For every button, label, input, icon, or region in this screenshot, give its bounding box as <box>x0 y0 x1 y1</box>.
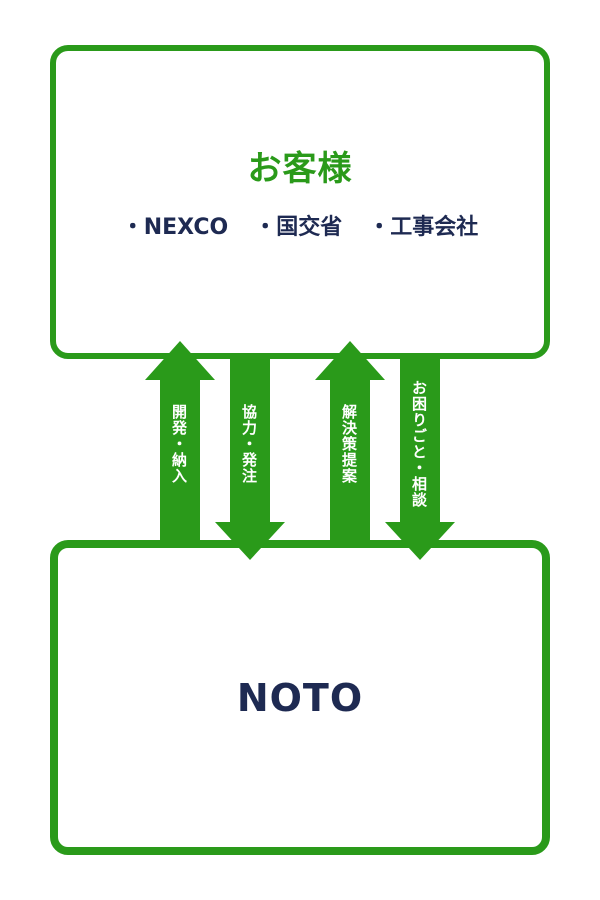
noto-box: NOTO <box>50 540 550 855</box>
customer-item: NEXCO <box>122 209 228 241</box>
arrow-label-solution-proposal: 解決策提案 <box>340 404 358 484</box>
customer-list: NEXCO 国交省 工事会社 <box>56 209 544 241</box>
noto-title: NOTO <box>236 676 364 720</box>
arrow-label-issues-consultation: お困りごと・相談 <box>410 380 428 508</box>
arrow-label-dev-delivery: 開発・納入 <box>170 404 188 484</box>
customer-box: お客様 NEXCO 国交省 工事会社 <box>50 45 550 359</box>
arrow-label-cooperation-order: 協力・発注 <box>240 404 258 484</box>
customer-item: 国交省 <box>254 209 342 241</box>
customer-title: お客様 <box>247 149 353 189</box>
customer-item: 工事会社 <box>368 209 478 241</box>
